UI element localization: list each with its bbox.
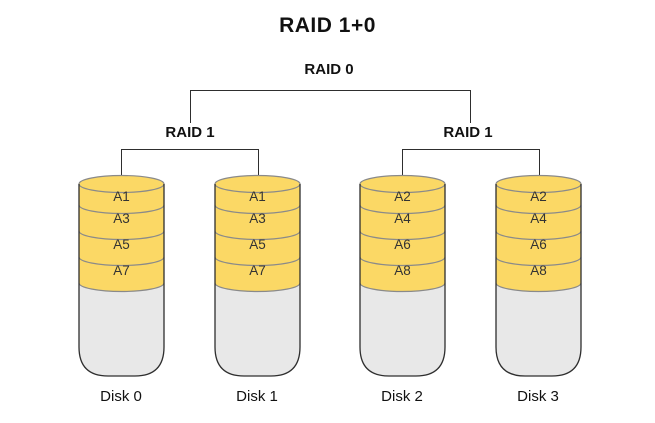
- segment-label: A2: [530, 189, 547, 204]
- disk-2: A2 A4 A6 A8: [359, 174, 446, 378]
- disk-stripes-area: [79, 175, 164, 292]
- segment-label: A1: [113, 189, 130, 204]
- segment-label: A6: [394, 237, 411, 252]
- raid1-right-label: RAID 1: [443, 124, 493, 141]
- segment-label: A3: [113, 211, 130, 226]
- segment-label: A5: [113, 237, 130, 252]
- raid1-right-bracket: [402, 149, 540, 177]
- segment-label: A4: [530, 211, 547, 226]
- segment-label: A8: [394, 263, 411, 278]
- segment-label: A5: [249, 237, 266, 252]
- disk-3: A2 A4 A6 A8: [495, 174, 582, 378]
- segment-divider: [214, 204, 301, 215]
- disk-outline: [495, 184, 582, 377]
- segment-label: A6: [530, 237, 547, 252]
- segment-divider: [214, 256, 301, 267]
- segment-label: A8: [530, 263, 547, 278]
- disk-2-cylinder: A2 A4 A6 A8: [359, 174, 446, 377]
- segment-divider: [78, 230, 165, 241]
- disk-stripes-area: [215, 175, 300, 292]
- segment-divider: [359, 230, 446, 241]
- disk-outline: [214, 184, 301, 377]
- disk-1: A1 A3 A5 A7: [214, 174, 301, 378]
- segment-divider: [495, 282, 582, 293]
- segment-label: A3: [249, 211, 266, 226]
- segment-divider: [359, 204, 446, 215]
- raid0-label: RAID 0: [304, 61, 354, 78]
- disk-0: A1 A3 A5 A7: [78, 174, 165, 378]
- disk-1-cylinder: A1 A3 A5 A7: [214, 174, 301, 377]
- diagram-title: RAID 1+0: [279, 14, 376, 37]
- disk-outline: [359, 184, 446, 377]
- segment-divider: [214, 282, 301, 293]
- disk-0-label: Disk 0: [100, 388, 142, 405]
- disk-stripes-area: [496, 175, 581, 292]
- segment-divider: [495, 204, 582, 215]
- disk-outline: [78, 184, 165, 377]
- segment-divider: [495, 256, 582, 267]
- segment-label: A2: [394, 189, 411, 204]
- raid1-left-bracket: [121, 149, 259, 177]
- segment-divider: [214, 230, 301, 241]
- disk-0-cylinder: A1 A3 A5 A7: [78, 174, 165, 377]
- disk-stripes-area: [360, 175, 445, 292]
- segment-label: A4: [394, 211, 411, 226]
- segment-divider: [78, 204, 165, 215]
- segment-divider: [359, 256, 446, 267]
- disk-2-label: Disk 2: [381, 388, 423, 405]
- segment-divider: [359, 282, 446, 293]
- raid0-bracket: [190, 90, 471, 123]
- segment-label: A1: [249, 189, 266, 204]
- raid1-left-label: RAID 1: [165, 124, 215, 141]
- segment-divider: [78, 256, 165, 267]
- segment-divider: [78, 282, 165, 293]
- disk-3-label: Disk 3: [517, 388, 559, 405]
- segment-divider: [495, 230, 582, 241]
- disk-1-label: Disk 1: [236, 388, 278, 405]
- segment-label: A7: [249, 263, 266, 278]
- segment-label: A7: [113, 263, 130, 278]
- disk-3-cylinder: A2 A4 A6 A8: [495, 174, 582, 377]
